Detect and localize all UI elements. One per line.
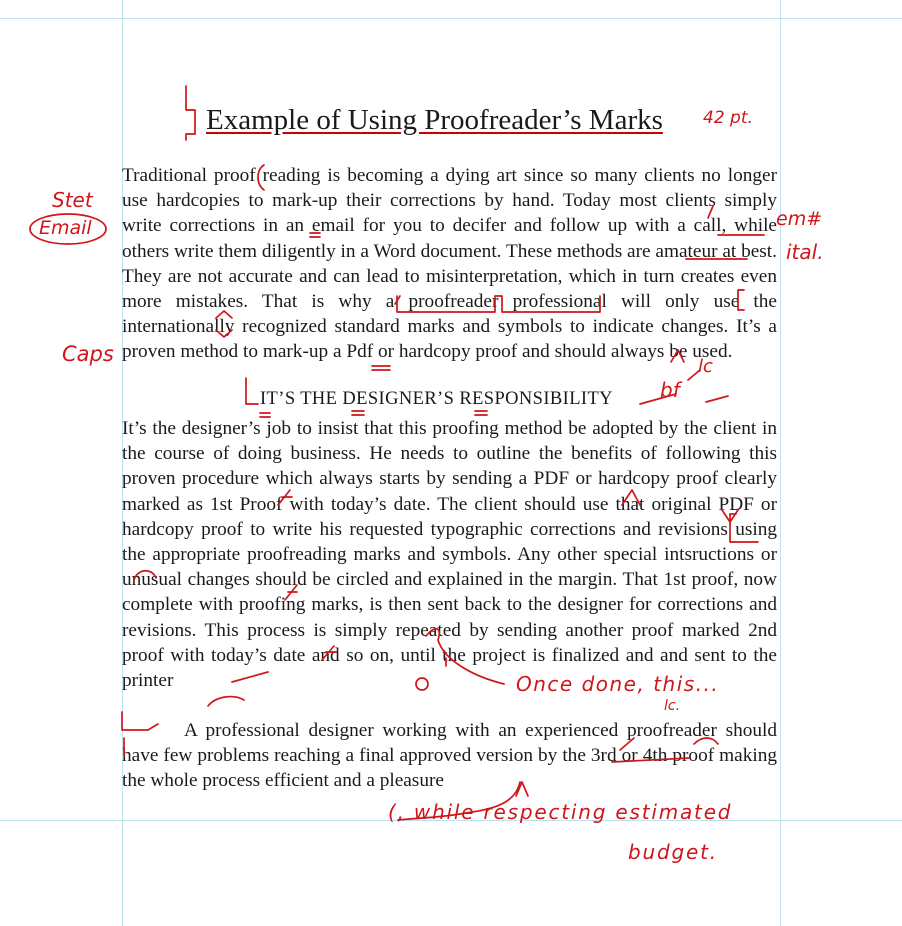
- caps-note: Caps: [62, 342, 114, 366]
- paragraph-1: Traditional proof reading is becoming a …: [122, 165, 777, 363]
- once-done-note: Once done, this...: [516, 672, 720, 696]
- italic-note: ital.: [786, 240, 824, 264]
- lc-note: lc.: [664, 698, 681, 714]
- move-right-mark: [185, 85, 196, 141]
- paragraph-3: A professional designer working with an …: [122, 720, 777, 792]
- stet-note: Stet: [52, 188, 93, 212]
- insertion-note: (, while respecting estimated: [388, 800, 733, 824]
- budget-note: budget.: [628, 840, 718, 864]
- boldface-note: bf: [660, 378, 680, 402]
- paragraph-2: It’s the designer’s job to insist that t…: [122, 418, 777, 692]
- page-title: Example of Using Proofreader’s Marks: [206, 104, 663, 136]
- margin-guide-left: [122, 0, 123, 926]
- margin-guide-right: [780, 0, 781, 926]
- email-note: Email: [39, 217, 92, 239]
- em-space-note: em#: [776, 208, 823, 230]
- lowercase-note: lc: [698, 356, 713, 377]
- margin-guide-top: [0, 18, 902, 19]
- point-size-note: 42 pt.: [703, 108, 753, 128]
- section-heading: IT’S THE DESIGNER’S RESPONSIBILITY: [260, 389, 613, 409]
